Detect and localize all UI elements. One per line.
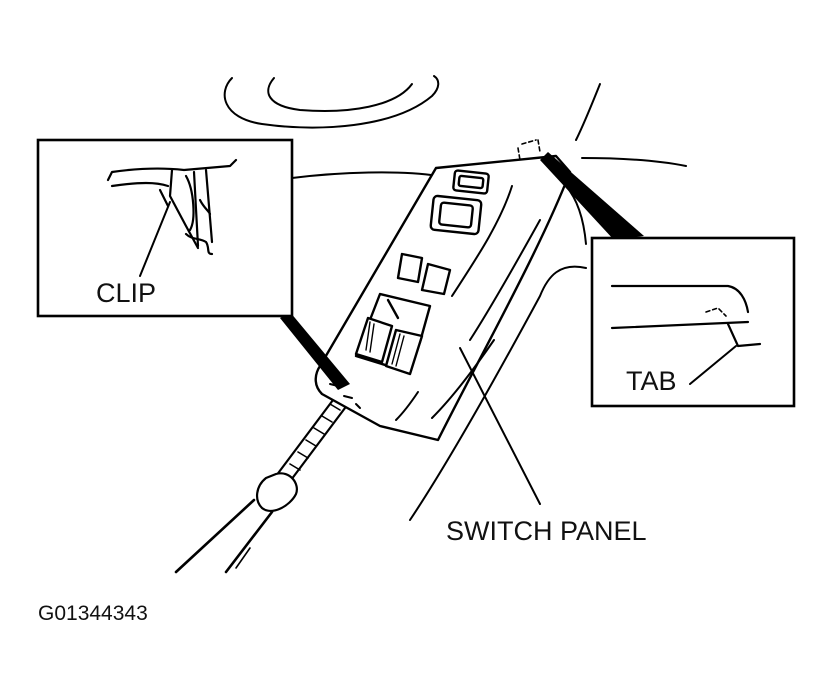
tab-label: TAB: [626, 366, 677, 396]
window-switch-left: [396, 252, 424, 284]
clip-label: CLIP: [96, 278, 156, 308]
tab-leader-line: [689, 345, 737, 385]
master-switch-left: [354, 316, 394, 364]
clip-inset: CLIP: [36, 138, 294, 318]
figure-id: G01344343: [38, 602, 148, 625]
window-switch-right: [420, 262, 452, 296]
master-switch-right: [384, 328, 424, 376]
switch-panel-label: SWITCH PANEL: [446, 516, 647, 546]
tab-inset: TAB: [590, 236, 796, 408]
mirror-switch: [429, 194, 483, 236]
switch-panel-leader-line: [459, 347, 541, 505]
callout-pointers: [280, 152, 644, 390]
switch-panel: [314, 139, 572, 442]
screwdriver: [174, 394, 350, 574]
clip-leader-line: [139, 201, 171, 277]
